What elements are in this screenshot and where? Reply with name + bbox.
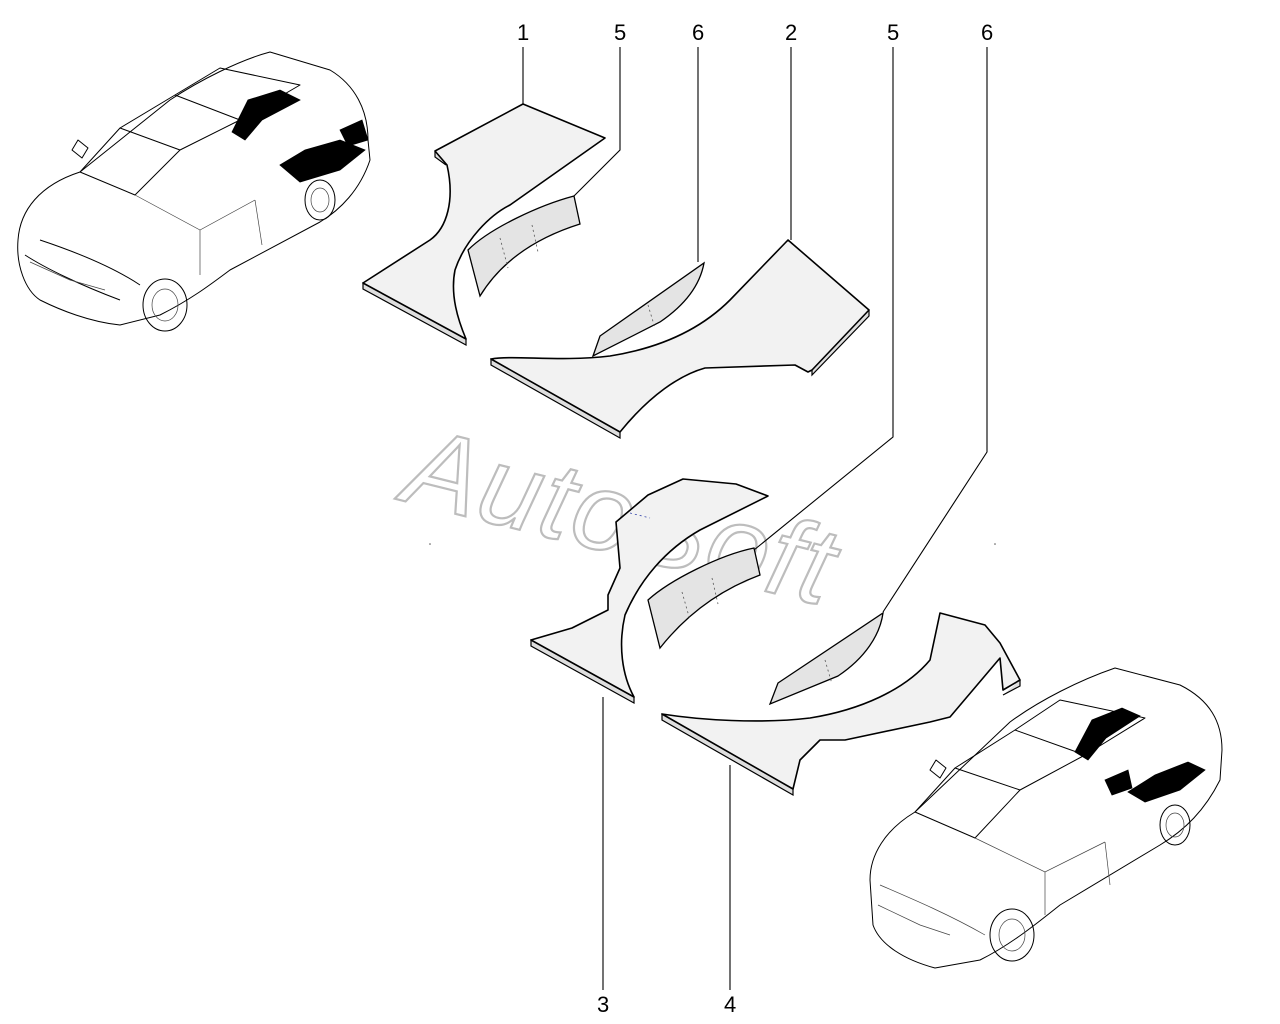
leader-lines xyxy=(522,47,988,990)
callout-6-right: 6 xyxy=(981,20,993,45)
leader-5-top xyxy=(573,47,621,197)
callout-5-right: 5 xyxy=(887,20,899,45)
leader-6-right xyxy=(882,47,988,613)
callout-2: 2 xyxy=(785,20,797,45)
stray-dot-right xyxy=(994,543,996,545)
callout-1: 1 xyxy=(517,20,529,45)
callout-4: 4 xyxy=(724,992,736,1017)
part-5-insert-top xyxy=(467,195,581,298)
callout-labels: 1 5 6 2 5 6 3 4 xyxy=(517,20,993,1017)
part-3-floor-mat xyxy=(530,478,769,705)
part-5-insert-bottom xyxy=(647,547,761,650)
part-4-floor-mat xyxy=(661,612,1021,797)
part-6-insert-top xyxy=(591,261,705,358)
car-illustration-right xyxy=(869,667,1223,969)
car-illustration-left xyxy=(17,51,371,332)
leader-5-right xyxy=(753,47,894,551)
callout-3: 3 xyxy=(597,992,609,1017)
stray-dot-left xyxy=(429,543,431,545)
part-2-floor-mat xyxy=(490,239,870,440)
callout-6-top: 6 xyxy=(692,20,704,45)
part-1-floor-mat xyxy=(362,103,606,347)
part-6-insert-bottom xyxy=(768,611,884,706)
callout-5-top: 5 xyxy=(614,20,626,45)
